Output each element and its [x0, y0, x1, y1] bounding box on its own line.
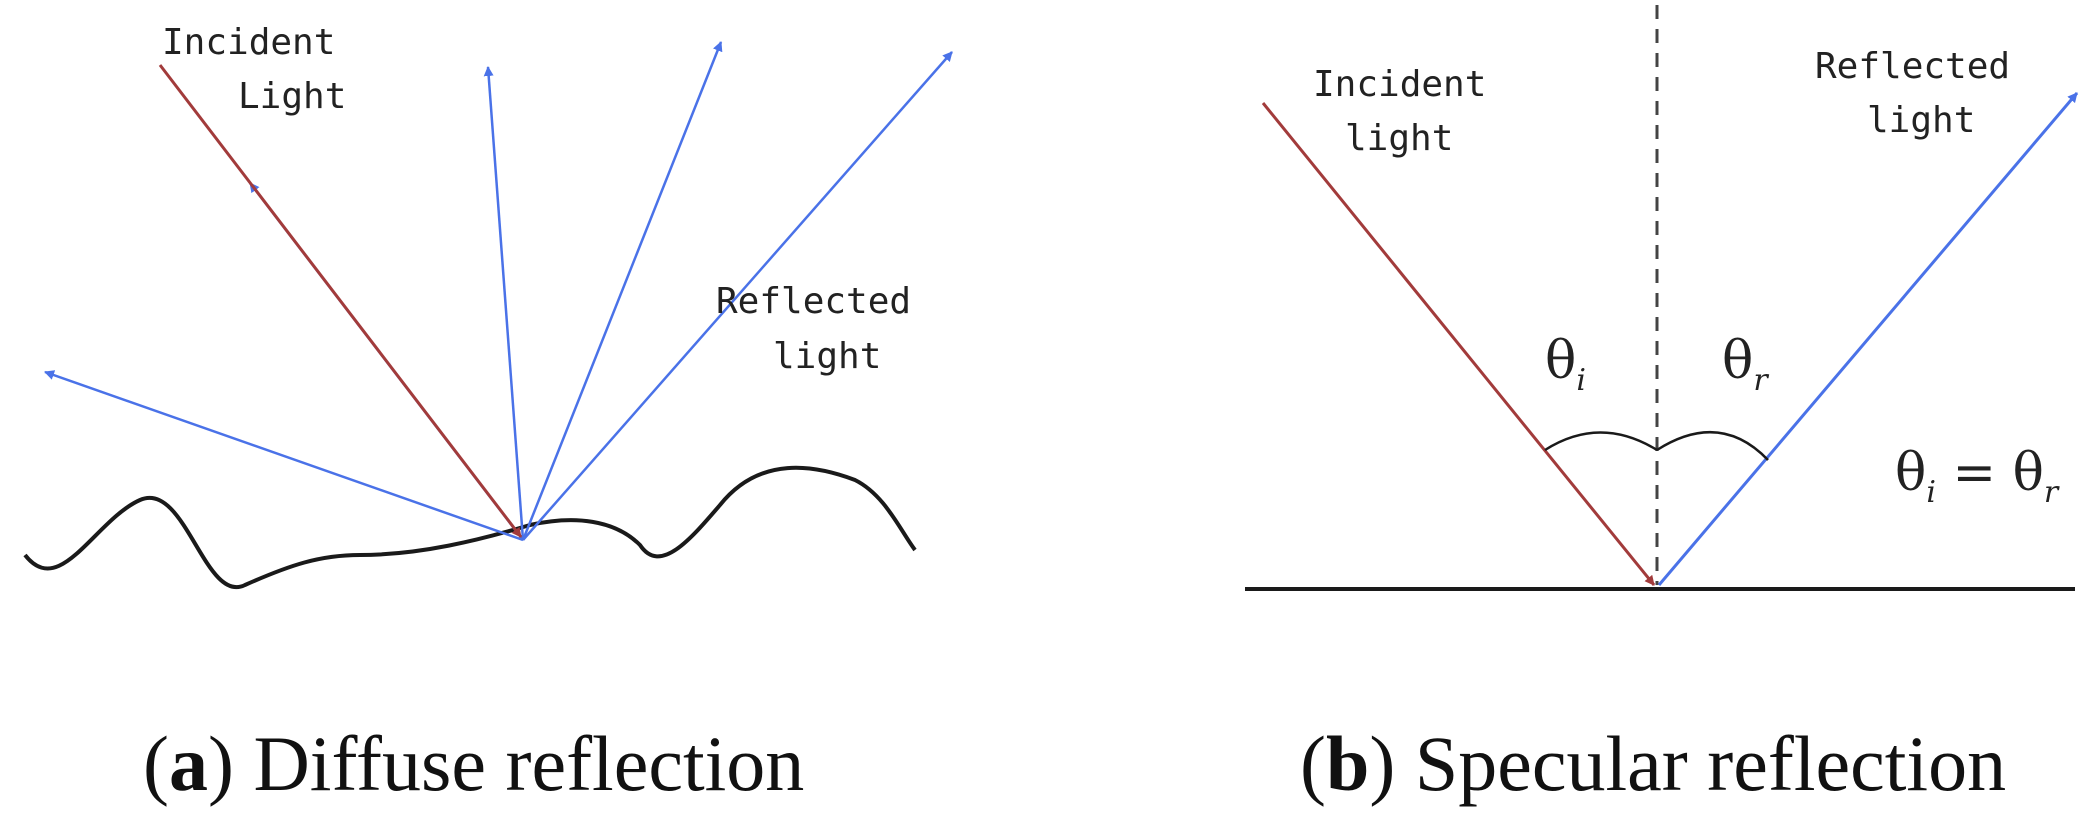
caption-a-text: Diffuse reflection	[234, 720, 804, 807]
incident-label-line1: Incident	[162, 22, 335, 63]
panel-diffuse: Incident Light Reflected light (a) Diffu…	[23, 22, 953, 807]
eq-theta-r-subscript: r	[2044, 475, 2060, 510]
incident-ray	[1261, 102, 1656, 586]
caption-a-letter: a	[169, 720, 208, 807]
incident-label-line2: Light	[238, 76, 346, 117]
caption-b-text: Specular reflection	[1395, 720, 2006, 807]
incident-label-line2: light	[1345, 118, 1453, 159]
theta-r-subscript: r	[1753, 363, 1769, 398]
rough-surface	[23, 465, 917, 590]
theta-r-label: θr	[1722, 331, 1769, 398]
reflected-ray-far-right	[522, 51, 953, 541]
incident-label-line1: Incident	[1313, 64, 1486, 105]
reflected-label-line2: light	[773, 336, 881, 377]
angle-arc-incident	[1544, 431, 1658, 452]
caption-a: (a) Diffuse reflection	[143, 720, 804, 807]
incident-ray	[158, 64, 523, 538]
theta-i-symbol: θ	[1545, 331, 1576, 391]
eq-theta-r-symbol: θ	[2013, 443, 2044, 503]
panel-specular: Incident light Reflected light θi θr θi …	[1245, 5, 2079, 807]
caption-b-letter: b	[1326, 720, 1369, 807]
reflected-ray	[1657, 92, 2079, 586]
theta-r-symbol: θ	[1722, 331, 1753, 391]
eq-theta-i-subscript: i	[1926, 475, 1936, 510]
caption-b: (b) Specular reflection	[1300, 720, 2006, 807]
reflected-label-line1: Reflected	[1815, 46, 2010, 87]
reflected-label-line2: light	[1867, 100, 1975, 141]
reflected-label-line1: Reflected	[716, 281, 911, 322]
theta-i-label: θi	[1545, 331, 1586, 398]
reflected-ray-up	[483, 66, 525, 541]
theta-i-subscript: i	[1576, 363, 1586, 398]
angle-arc-reflected	[1656, 431, 1769, 461]
eq-theta-i-symbol: θ	[1895, 443, 1926, 503]
reflected-ray-left	[44, 370, 524, 542]
reflected-ray-right	[521, 41, 723, 541]
eq-equals: =	[1936, 443, 2013, 503]
equation-theta: θi = θr	[1895, 443, 2060, 510]
